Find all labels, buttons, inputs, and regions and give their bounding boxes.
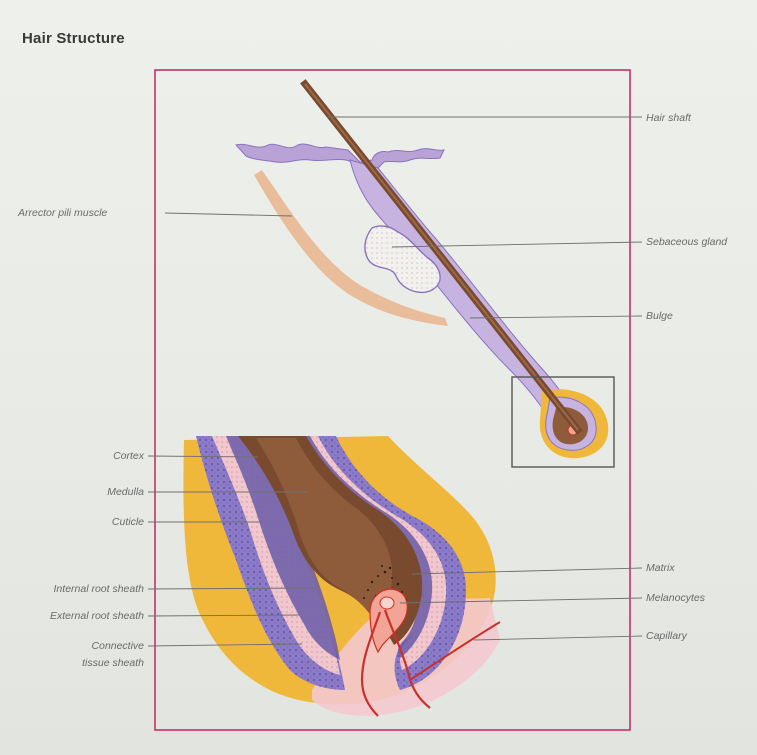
- label-cuticle: Cuticle: [112, 516, 144, 528]
- label-medulla: Medulla: [107, 486, 144, 498]
- epidermis-layer: [236, 144, 444, 175]
- label-matrix: Matrix: [646, 562, 675, 574]
- label-arrector-pili-muscle: Arrector pili muscle: [18, 207, 107, 219]
- label-internal-root-sheath: Internal root sheath: [54, 583, 144, 595]
- label-connective-tissue-sheath-line1: Connective: [91, 640, 144, 652]
- label-external-root-sheath: External root sheath: [50, 610, 144, 622]
- label-hair-shaft: Hair shaft: [646, 112, 691, 124]
- label-melanocytes: Melanocytes: [646, 592, 705, 604]
- label-capillary: Capillary: [646, 630, 687, 642]
- label-connective-tissue-sheath-line2: tissue sheath: [82, 657, 144, 669]
- label-sebaceous-gland: Sebaceous gland: [646, 236, 727, 248]
- label-cortex: Cortex: [113, 450, 144, 462]
- label-bulge: Bulge: [646, 310, 673, 322]
